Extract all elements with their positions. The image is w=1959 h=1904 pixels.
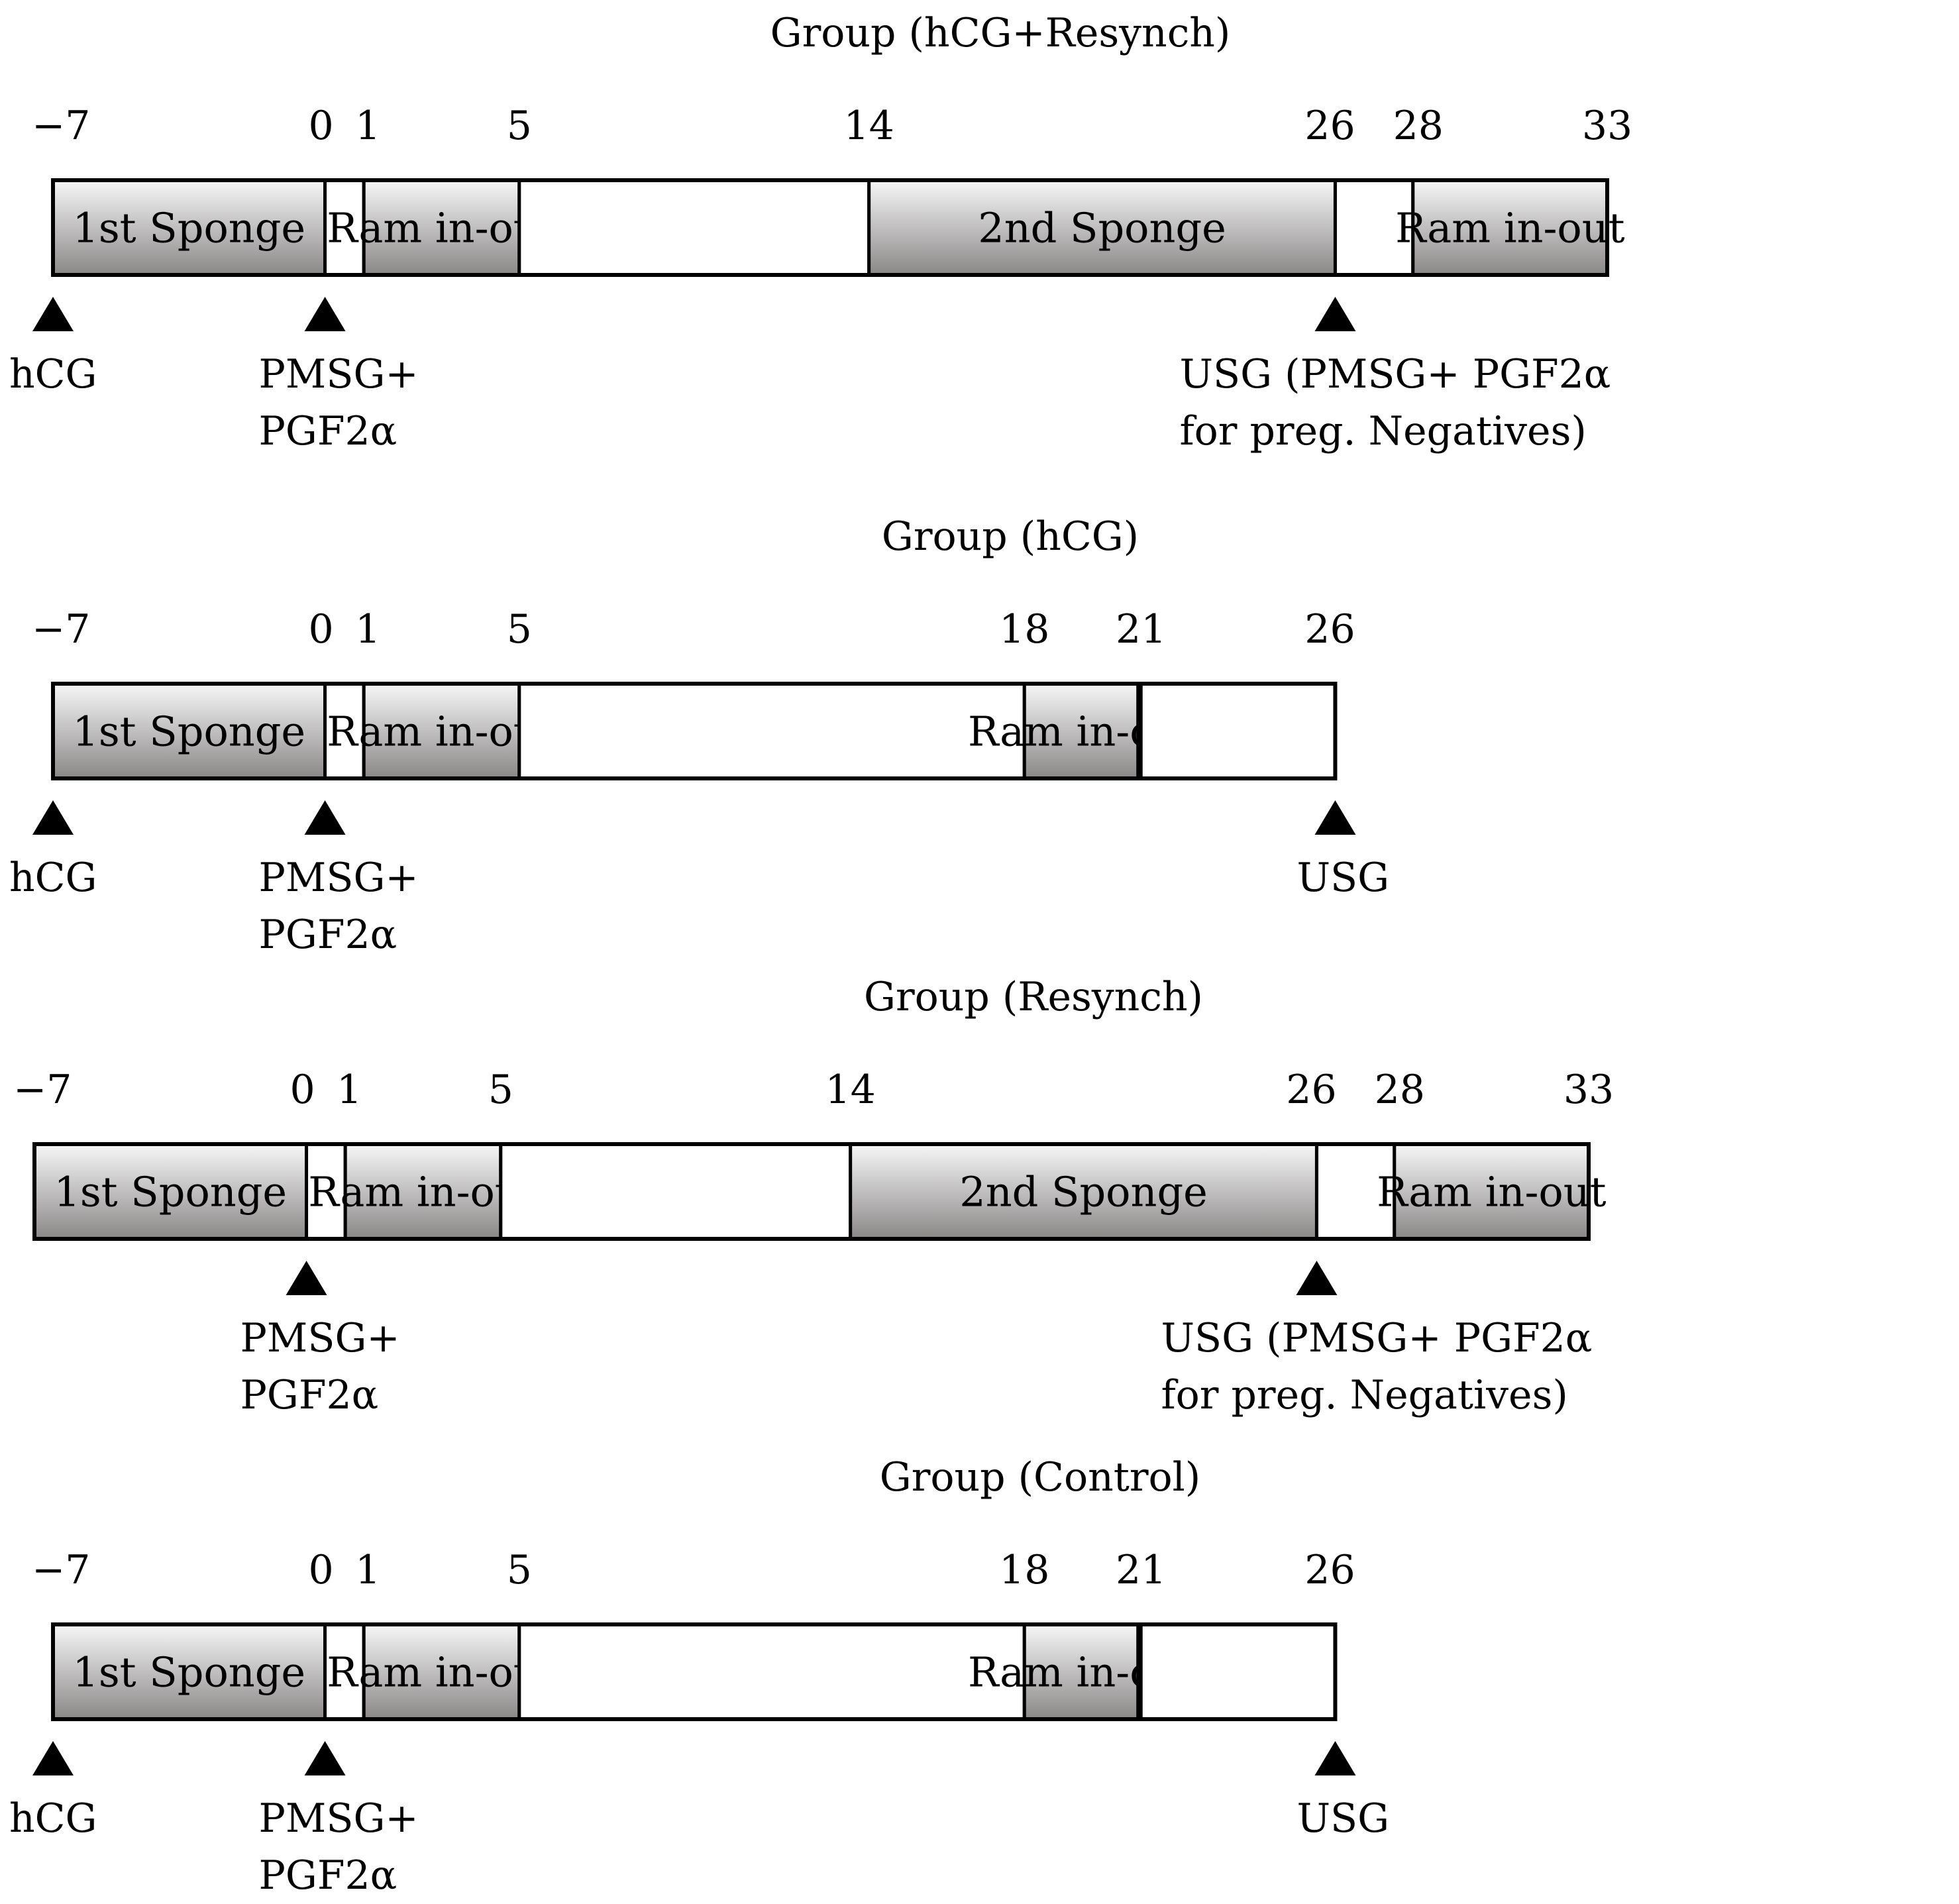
day-tick-label: 5 <box>507 1547 532 1593</box>
event-marker-label: USG <box>1297 1795 1389 1842</box>
gap-segment <box>1314 1142 1397 1241</box>
day-tick-label: 18 <box>999 1547 1049 1593</box>
day-tick-label: 28 <box>1375 1067 1425 1113</box>
phase-label: 1st Sponge <box>72 1648 305 1697</box>
phase-label: 1st Sponge <box>54 1168 287 1216</box>
phase-segment <box>1022 1622 1143 1721</box>
gap-segment <box>517 178 871 277</box>
event-marker-triangle <box>32 1741 74 1775</box>
timeline-frame <box>51 1622 1338 1721</box>
day-tick-label: 5 <box>488 1067 513 1113</box>
gap-segment <box>1139 1622 1337 1721</box>
timeline-title: Group (Control) <box>880 1454 1200 1501</box>
day-tick-label: 26 <box>1286 1067 1336 1113</box>
day-tick-label: 14 <box>825 1067 875 1113</box>
day-tick-label: −7 <box>32 103 90 149</box>
event-marker-label: USG (PMSG+ PGF2α <box>1161 1315 1592 1361</box>
day-tick-label: 1 <box>355 1547 380 1593</box>
gap-segment <box>499 1142 853 1241</box>
phase-segment <box>849 1142 1318 1241</box>
day-tick-label: −7 <box>32 1547 90 1593</box>
phase-label: 1st Sponge <box>72 204 305 252</box>
event-marker-triangle <box>304 1741 346 1775</box>
day-tick-label: 1 <box>355 103 380 149</box>
day-tick-label: 0 <box>308 606 333 653</box>
day-tick-label: 26 <box>1304 103 1355 149</box>
phase-label: 2nd Sponge <box>959 1168 1208 1216</box>
timeline-title: Group (hCG+Resynch) <box>770 10 1231 56</box>
event-marker-label: PGF2α <box>240 1372 379 1418</box>
gap-segment <box>1139 682 1337 780</box>
event-marker-triangle <box>32 800 74 835</box>
day-tick-label: 1 <box>355 606 380 653</box>
event-marker-triangle <box>304 297 346 331</box>
day-tick-label: 5 <box>507 606 532 653</box>
phase-label: 1st Sponge <box>72 708 305 756</box>
day-tick-label: 33 <box>1563 1067 1614 1113</box>
day-tick-label: 18 <box>999 606 1049 653</box>
day-tick-label: 14 <box>843 103 894 149</box>
timeline-frame <box>32 1142 1591 1241</box>
timeline-frame <box>51 178 1609 277</box>
event-marker-triangle <box>304 800 346 835</box>
day-tick-label: 28 <box>1393 103 1444 149</box>
event-marker-triangle <box>286 1261 327 1295</box>
day-tick-label: −7 <box>32 606 90 653</box>
event-marker-triangle <box>32 297 74 331</box>
phase-segment <box>51 178 327 277</box>
event-marker-triangle <box>1314 800 1356 835</box>
phase-label: Ram in-out <box>1377 1168 1607 1216</box>
event-marker-label: hCG <box>9 855 97 901</box>
event-marker-triangle <box>1296 1261 1338 1295</box>
phase-label: Ram in-out <box>1395 204 1625 252</box>
event-marker-label: PGF2α <box>259 912 397 958</box>
event-marker-label: PGF2α <box>259 408 397 454</box>
phase-segment <box>362 1622 521 1721</box>
event-marker-label: for preg. Negatives) <box>1179 408 1586 454</box>
gap-segment <box>517 1622 1026 1721</box>
event-marker-label: for preg. Negatives) <box>1161 1372 1567 1418</box>
event-marker-label: hCG <box>9 351 97 397</box>
event-marker-label: USG (PMSG+ PGF2α <box>1179 351 1611 397</box>
timeline-frame <box>51 682 1338 780</box>
day-tick-label: 0 <box>308 1547 333 1593</box>
event-marker-triangle <box>1314 297 1356 331</box>
timeline-title: Group (Resynch) <box>864 974 1203 1020</box>
day-tick-label: 5 <box>507 103 532 149</box>
event-marker-label: PMSG+ <box>259 855 419 901</box>
day-tick-label: 26 <box>1304 606 1355 653</box>
event-marker-label: PGF2α <box>259 1852 397 1899</box>
phase-label: 2nd Sponge <box>978 204 1226 252</box>
phase-segment <box>51 1622 327 1721</box>
gap-segment <box>517 682 1026 780</box>
event-marker-label: PMSG+ <box>240 1315 400 1361</box>
event-marker-label: hCG <box>9 1795 97 1842</box>
day-tick-label: 0 <box>308 103 333 149</box>
day-tick-label: 1 <box>337 1067 362 1113</box>
day-tick-label: 33 <box>1582 103 1632 149</box>
phase-segment <box>362 682 521 780</box>
day-tick-label: 21 <box>1116 606 1166 653</box>
event-marker-label: USG <box>1297 855 1389 901</box>
event-marker-triangle <box>1314 1741 1356 1775</box>
event-marker-label: PMSG+ <box>259 351 419 397</box>
day-tick-label: −7 <box>13 1067 72 1113</box>
day-tick-label: 21 <box>1116 1547 1166 1593</box>
event-marker-label: PMSG+ <box>259 1795 419 1842</box>
day-tick-label: 26 <box>1304 1547 1355 1593</box>
timeline-title: Group (hCG) <box>882 513 1139 560</box>
day-tick-label: 0 <box>290 1067 315 1113</box>
